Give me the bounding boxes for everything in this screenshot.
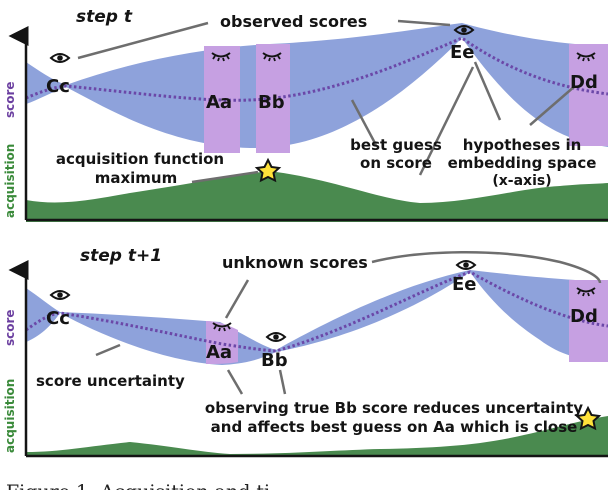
unknown-column-bb bbox=[256, 44, 290, 153]
annotation-best-guess: best guess bbox=[350, 136, 442, 154]
callout-lines bbox=[95, 251, 602, 395]
best-guess-line bbox=[25, 36, 608, 102]
panel-title: step t+1 bbox=[80, 246, 162, 266]
point-label-dd: Dd bbox=[570, 72, 598, 93]
best-guess-line bbox=[25, 270, 608, 353]
uncertainty-band bbox=[26, 23, 608, 149]
annotation-acquisition-max: maximum bbox=[95, 169, 178, 187]
point-label-aa: Aa bbox=[206, 342, 232, 363]
star-icon bbox=[254, 157, 282, 183]
point-label-bb: Bb bbox=[258, 92, 285, 113]
unknown-column-aa bbox=[206, 321, 238, 364]
acquisition-axis-label: acquisition bbox=[3, 379, 17, 453]
acquisition-area bbox=[26, 416, 608, 456]
panel-step-t: score acquisition step t Cc Aa Bb Ee Dd … bbox=[3, 7, 608, 222]
annotation-observing: observing true Bb score reduces uncertai… bbox=[205, 399, 583, 417]
annotation-acquisition-max: acquisition function bbox=[56, 150, 224, 168]
point-label-dd: Dd bbox=[570, 306, 598, 327]
star-icon bbox=[574, 405, 602, 431]
point-label-bb: Bb bbox=[261, 350, 288, 371]
point-label-ee: Ee bbox=[450, 42, 475, 63]
eye-icon bbox=[456, 260, 476, 270]
acquisition-axis-label: acquisition bbox=[3, 144, 17, 218]
annotation-hypotheses: embedding space bbox=[448, 154, 597, 172]
score-axis-label: score bbox=[3, 309, 17, 346]
annotation-unknown-scores: unknown scores bbox=[222, 253, 368, 272]
point-label-aa: Aa bbox=[206, 92, 232, 113]
callout-lines bbox=[77, 19, 576, 184]
uncertainty-band bbox=[26, 270, 608, 365]
score-axis-label: score bbox=[3, 81, 17, 118]
panel-step-t-plus-1: score acquisition step t+1 Cc Aa Bb Ee D… bbox=[3, 246, 608, 458]
figure-caption: Figure 1: Acquisition and ti bbox=[6, 481, 270, 490]
annotation-observed-scores: observed scores bbox=[220, 12, 367, 31]
point-label-ee: Ee bbox=[452, 274, 477, 295]
acquisition-area bbox=[26, 171, 608, 222]
annotation-observing: and affects best guess on Aa which is cl… bbox=[211, 418, 578, 436]
panel-title: step t bbox=[76, 7, 133, 27]
annotation-hypotheses: (x-axis) bbox=[492, 173, 551, 189]
eye-icon bbox=[50, 290, 70, 300]
annotation-score-uncertainty: score uncertainty bbox=[36, 372, 185, 390]
eye-icon bbox=[266, 332, 286, 342]
annotation-best-guess: on score bbox=[360, 154, 432, 172]
point-label-cc: Cc bbox=[46, 76, 70, 97]
annotation-hypotheses: hypotheses in bbox=[463, 136, 582, 154]
point-label-cc: Cc bbox=[46, 308, 70, 329]
eye-icon bbox=[50, 53, 70, 63]
